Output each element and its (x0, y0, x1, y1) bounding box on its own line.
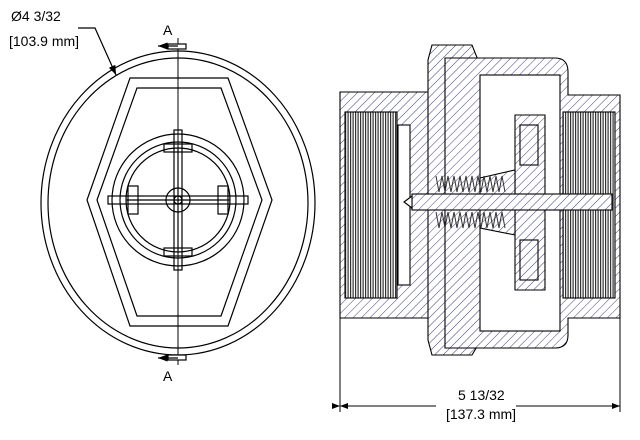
diameter-leader (78, 27, 117, 76)
section-marker-bottom: A (163, 368, 173, 384)
section-view (332, 44, 621, 412)
hex-nut (86, 77, 273, 327)
front-view (40, 27, 316, 365)
diameter-label: Ø4 3/32 (11, 8, 61, 24)
thread-left (344, 111, 398, 299)
length-label: 5 13/32 (458, 387, 505, 403)
section-marker-top: A (163, 22, 173, 38)
length-metric-label: [137.3 mm] (446, 406, 517, 422)
spring (435, 175, 506, 229)
stem (411, 193, 613, 211)
diameter-metric-label: [103.9 mm] (9, 33, 80, 49)
